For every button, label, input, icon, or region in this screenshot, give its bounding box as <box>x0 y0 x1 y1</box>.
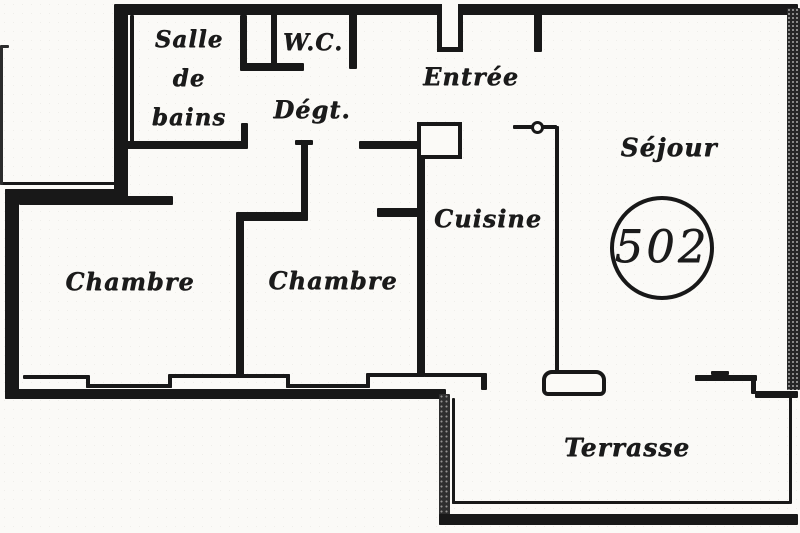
label-chambre-2: Chambre <box>268 266 398 295</box>
window-connector-2 <box>168 375 172 388</box>
wall-step-thick <box>5 189 127 200</box>
inner-wall-line-a <box>23 375 88 379</box>
wall-bath-wc-bottom <box>240 63 304 71</box>
wall-sejour-bottom <box>695 375 757 381</box>
entry-pier-stub <box>534 8 542 52</box>
wall-topleft-vertical <box>114 4 128 198</box>
wall-bath-bottom <box>126 141 248 149</box>
bath-door-stub <box>241 123 248 143</box>
wall-right-exterior <box>787 8 800 390</box>
label-entree: Entrée <box>422 62 519 91</box>
label-salle-line1: Salle <box>154 26 224 53</box>
wall-chambre1-top <box>19 196 173 205</box>
wall-sejour-bottom-right <box>755 391 798 398</box>
label-degagement: Dégt. <box>273 95 351 124</box>
unit-number: 502 <box>614 220 710 273</box>
wall-terrasse-bottom <box>439 514 798 525</box>
property-line-vertical <box>0 46 3 185</box>
sejour-window-tick <box>711 371 729 375</box>
label-chambre-1: Chambre <box>65 267 195 296</box>
window-connector-4 <box>366 374 370 388</box>
wall-chambre-divider <box>236 212 244 378</box>
wall-chambre2-top <box>239 212 308 221</box>
label-salle-de-bains: Salle de bains <box>134 20 244 137</box>
property-line-horizontal <box>0 45 9 48</box>
terrasse-inner-line-left <box>452 398 455 504</box>
wall-chambre2-top-stub <box>377 208 422 217</box>
inner-wall-line-c <box>366 373 420 377</box>
wall-sejour-step <box>751 377 756 394</box>
wall-entree-bottom <box>359 141 419 149</box>
wall-chambre2-cuisine <box>417 155 425 377</box>
terrasse-inner-line-bottom <box>452 501 790 504</box>
cuisine-bottom-line <box>424 373 483 377</box>
wall-cuisine-sejour <box>555 126 559 374</box>
chambre1-door-jamb-cap <box>295 140 313 145</box>
wall-bath-right <box>240 15 247 68</box>
inner-wall-line-b <box>168 374 290 378</box>
chambre2-window-sill <box>286 384 370 388</box>
label-cuisine: Cuisine <box>433 204 542 233</box>
terrasse-inner-line-right <box>789 396 792 504</box>
entry-door-recess <box>437 4 463 52</box>
label-salle-line3: bains <box>151 104 227 131</box>
wall-step-outer-line <box>0 182 116 185</box>
wall-terrasse-left <box>439 394 450 525</box>
terrasse-door-pier <box>542 370 606 396</box>
wall-left-exterior <box>5 189 19 399</box>
wall-wc-right <box>349 12 357 69</box>
unit-number-circle: 502 <box>610 196 714 300</box>
chambre1-window-sill <box>86 384 172 388</box>
window-connector-3 <box>286 374 290 388</box>
label-terrasse: Terrasse <box>563 433 691 462</box>
chambre1-door-jamb <box>301 142 308 215</box>
label-wc: W.C. <box>282 29 344 56</box>
cuisine-door-knob <box>531 121 544 134</box>
wall-wc-left <box>271 12 277 65</box>
label-sejour: Séjour <box>620 133 718 162</box>
duct-box <box>417 122 462 159</box>
label-salle-line2: de <box>172 65 206 92</box>
cuisine-bottom-step <box>481 373 487 390</box>
wall-bottom-left-exterior <box>5 389 446 399</box>
bath-inner-left-line <box>130 15 134 145</box>
window-connector-1 <box>86 375 90 388</box>
